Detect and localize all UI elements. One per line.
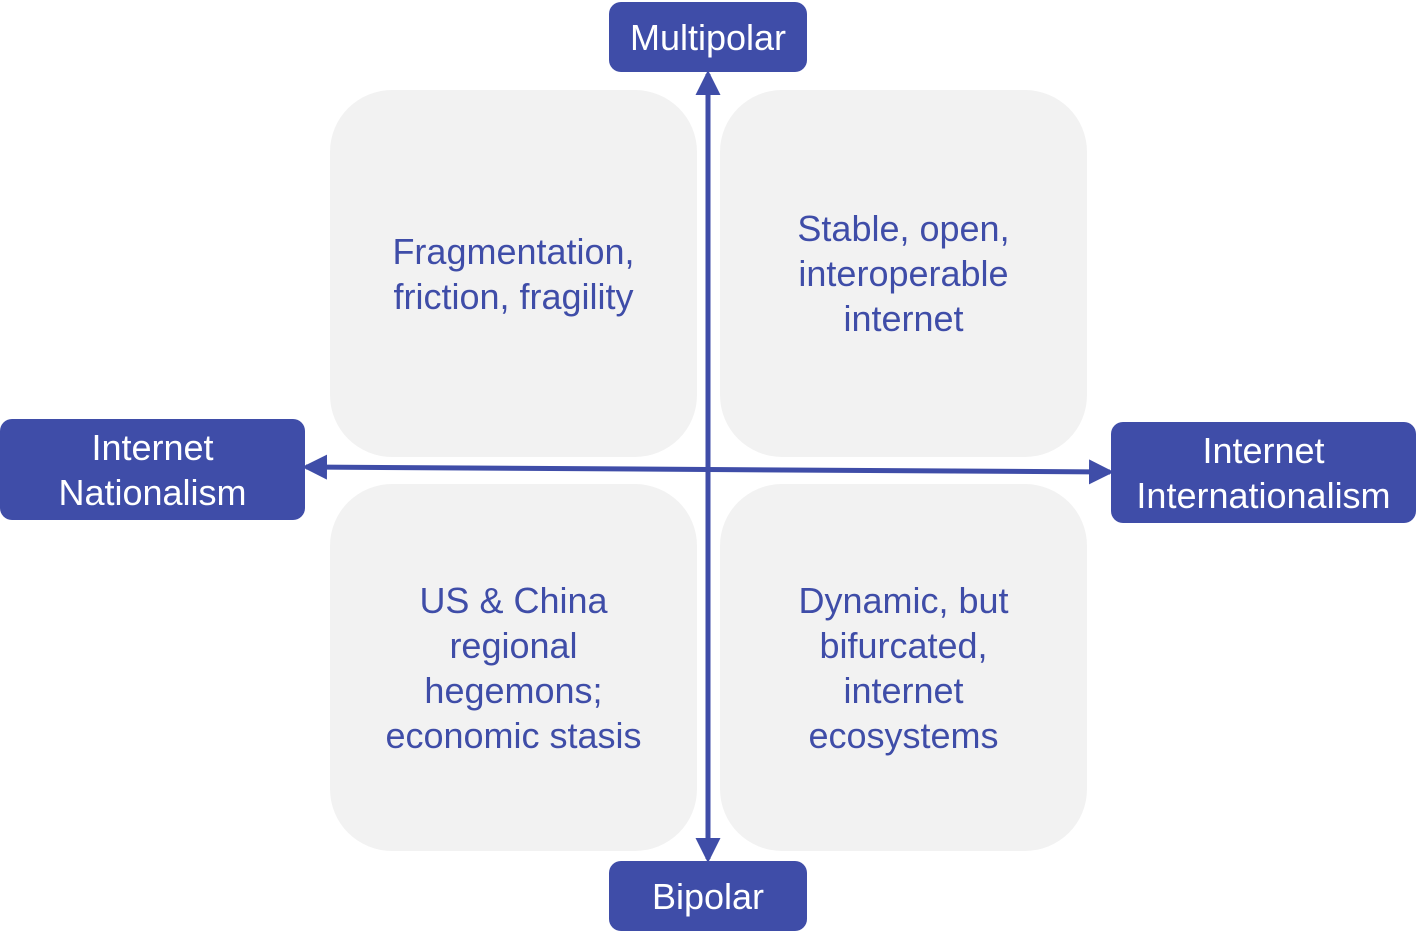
quadrant-top-left: Fragmentation, friction, fragility bbox=[330, 90, 697, 457]
axis-label-internet-internationalism: Internet Internationalism bbox=[1111, 422, 1416, 523]
quadrant-top-left-text: Fragmentation, friction, fragility bbox=[392, 230, 635, 317]
quadrant-top-right-text: Stable, open, interoperable internet bbox=[797, 208, 1010, 339]
axis-label-bipolar: Bipolar bbox=[609, 861, 807, 931]
quadrant-top-right: Stable, open, interoperable internet bbox=[720, 90, 1087, 457]
quadrant-bottom-right-text: Dynamic, but bifurcated, internet ecosys… bbox=[798, 579, 1009, 756]
axis-label-internet-nationalism: Internet Nationalism bbox=[0, 419, 305, 520]
quadrant-bottom-left: US & China regional hegemons; economic s… bbox=[330, 484, 697, 851]
axis-label-bipolar-text: Bipolar bbox=[651, 875, 765, 917]
axis-label-internet-internationalism-text: Internet Internationalism bbox=[1136, 429, 1391, 516]
axis-label-multipolar-text: Multipolar bbox=[629, 16, 787, 58]
axis-label-multipolar: Multipolar bbox=[609, 2, 807, 72]
horizontal-axis-left-arrow bbox=[302, 454, 709, 480]
horizontal-axis-right-arrow bbox=[707, 459, 1114, 485]
axis-label-internet-nationalism-text: Internet Nationalism bbox=[58, 426, 247, 513]
quadrant-bottom-left-text: US & China regional hegemons; economic s… bbox=[385, 579, 642, 756]
quadrant-bottom-right: Dynamic, but bifurcated, internet ecosys… bbox=[720, 484, 1087, 851]
